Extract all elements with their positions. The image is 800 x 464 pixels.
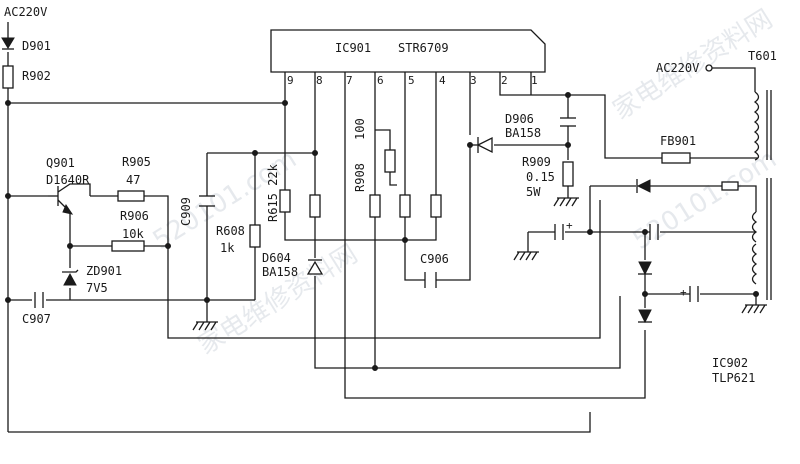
c906-label: C906 bbox=[420, 252, 449, 266]
ic-pin-5: 5 bbox=[408, 74, 415, 87]
c907-label: C907 bbox=[22, 312, 51, 326]
ic-pin-4: 4 bbox=[439, 74, 446, 87]
secondary-capacitor-3: + bbox=[680, 286, 699, 302]
secondary-capacitor-2 bbox=[649, 224, 659, 240]
junction-dots bbox=[5, 92, 759, 371]
secondary-capacitor-1: + bbox=[554, 219, 573, 240]
zd901-value: 7V5 bbox=[86, 281, 108, 295]
d604-label: D604 bbox=[262, 251, 291, 265]
d901-label: D901 bbox=[22, 39, 51, 53]
q901-label: Q901 bbox=[46, 156, 75, 170]
c909-capacitor: C909 bbox=[179, 195, 215, 226]
r908-resistor: R908 100 bbox=[353, 118, 396, 218]
secondary-diode bbox=[636, 179, 651, 193]
d906-diode: D906 BA158 bbox=[467, 112, 541, 154]
wiring bbox=[7, 22, 758, 433]
pin8-resistor bbox=[309, 194, 321, 218]
ic-pin-8: 8 bbox=[316, 74, 323, 87]
r906-resistor: R906 10k bbox=[111, 209, 149, 252]
ground-symbols bbox=[192, 197, 767, 331]
d906-label: D906 bbox=[505, 112, 534, 126]
r608-value: 1k bbox=[220, 241, 235, 255]
r906-value: 10k bbox=[122, 227, 144, 241]
ic902-part-label: TLP621 bbox=[712, 371, 755, 385]
r909-resistor: R909 0.15 5W bbox=[522, 155, 574, 199]
zd901-label: ZD901 bbox=[86, 264, 122, 278]
secondary-fuse bbox=[721, 181, 739, 191]
ic901-ref: IC901 bbox=[335, 41, 371, 55]
c906-capacitor: C906 bbox=[420, 252, 449, 288]
r905-label: R905 bbox=[122, 155, 151, 169]
ac-input-right-label: AC220V bbox=[656, 61, 699, 75]
watermark-4: 520101.com bbox=[628, 144, 782, 256]
zd901-zener: ZD901 7V5 bbox=[62, 264, 122, 295]
ic-pin-7: 7 bbox=[346, 74, 353, 87]
pin5-resistor bbox=[399, 194, 411, 218]
r615-label: R615 22k bbox=[266, 163, 280, 222]
r908-value: 100 bbox=[353, 118, 367, 140]
ic902-optocoupler: IC902 TLP621 bbox=[638, 261, 755, 385]
pin4-resistor bbox=[430, 194, 442, 218]
r909-value: 0.15 bbox=[526, 170, 555, 184]
ic902-label: IC902 bbox=[712, 356, 748, 370]
r608-resistor: R608 1k bbox=[216, 224, 261, 255]
q901-transistor: Q901 D1640R bbox=[46, 156, 91, 215]
ic901: IC901 STR6709 9 8 7 6 5 4 3 2 1 bbox=[270, 29, 546, 87]
r908-label: R908 bbox=[353, 163, 367, 192]
ac-input-left-label: AC220V bbox=[4, 5, 47, 19]
c907-capacitor: C907 bbox=[22, 292, 51, 326]
q901-part-label: D1640R bbox=[46, 173, 90, 187]
ic-pin-1: 1 bbox=[531, 74, 538, 87]
r909-label: R909 bbox=[522, 155, 551, 169]
d604-diode: D604 BA158 bbox=[262, 251, 324, 279]
r902-resistor: R902 bbox=[2, 65, 51, 89]
r608-label: R608 bbox=[216, 224, 245, 238]
r905-value: 47 bbox=[126, 173, 140, 187]
c909-label: C909 bbox=[179, 197, 193, 226]
r615-resistor: R615 22k bbox=[266, 163, 291, 222]
d906-part-label: BA158 bbox=[505, 126, 541, 140]
cap1-polarity: + bbox=[566, 219, 573, 232]
r909-wattage: 5W bbox=[526, 185, 541, 199]
t601-label: T601 bbox=[748, 49, 777, 63]
fb901-label: FB901 bbox=[660, 134, 696, 148]
d901-diode: AC220V D901 bbox=[1, 5, 51, 53]
snubber-capacitor bbox=[560, 117, 576, 127]
r902-label: R902 bbox=[22, 69, 51, 83]
r906-label: R906 bbox=[120, 209, 149, 223]
d604-part-label: BA158 bbox=[262, 265, 298, 279]
ic-pin-9: 9 bbox=[287, 74, 294, 87]
fb901-ferrite: FB901 bbox=[660, 134, 696, 164]
cap3-polarity: + bbox=[680, 286, 687, 299]
t601-transformer: AC220V T601 bbox=[656, 49, 777, 300]
ic-pin-2: 2 bbox=[501, 74, 508, 87]
ic901-part: STR6709 bbox=[398, 41, 449, 55]
r905-resistor: R905 47 bbox=[117, 155, 151, 202]
ic-pin-3: 3 bbox=[470, 74, 477, 87]
ic-pin-6: 6 bbox=[377, 74, 384, 87]
